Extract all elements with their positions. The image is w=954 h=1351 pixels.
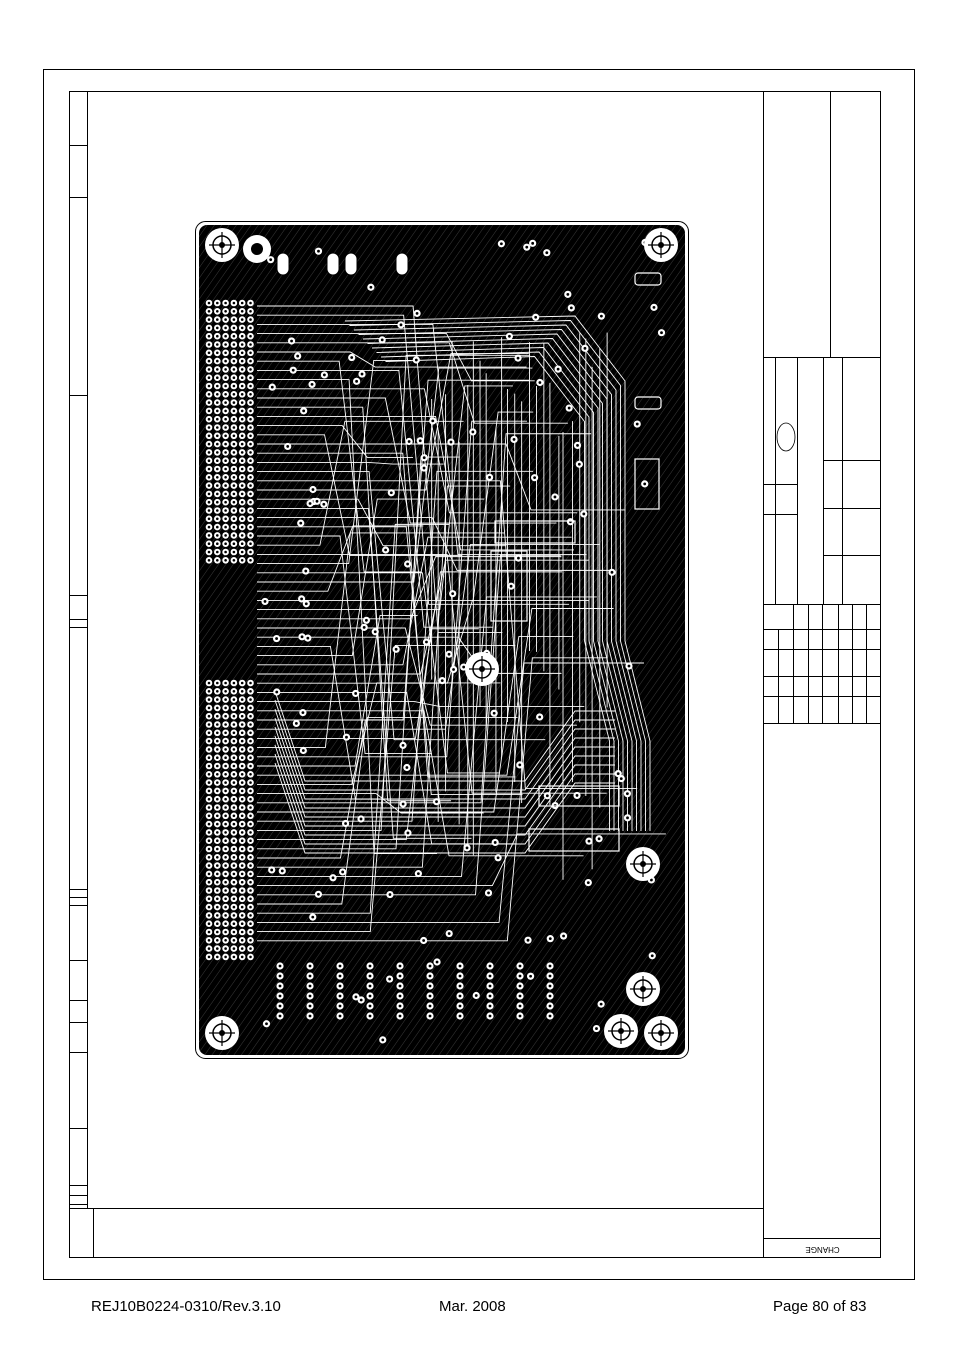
mounting-hole <box>644 228 678 262</box>
mounting-hole <box>626 972 660 1006</box>
document-id: REJ10B0224-0310/Rev.3.10 <box>91 1298 281 1315</box>
mounting-hole <box>644 1016 678 1050</box>
mounting-hole <box>604 1014 638 1048</box>
mounting-hole <box>205 1016 239 1050</box>
change-label: CHANGE <box>764 1240 881 1258</box>
document-date: Mar. 2008 <box>439 1298 506 1315</box>
mounting-hole <box>626 847 660 881</box>
page-number: Page 80 of 83 <box>773 1298 866 1315</box>
mounting-hole <box>465 652 499 686</box>
revision-oval-symbol <box>775 420 797 454</box>
mounting-hole <box>205 228 239 262</box>
pcb-layout-figure <box>195 221 689 1059</box>
